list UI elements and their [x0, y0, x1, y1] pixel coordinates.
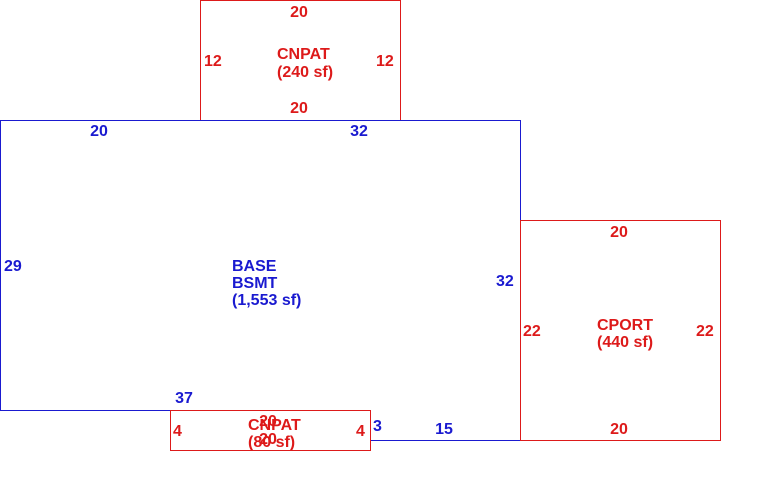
base-dim-right: 32	[496, 273, 514, 290]
cnpat-bottom-outline	[170, 410, 371, 451]
base-area: (1,553 sf)	[232, 292, 301, 309]
cport-dim-left: 22	[523, 323, 541, 340]
base-code: BASE	[232, 258, 277, 275]
cnpat-bottom-dim-bottom: 20	[259, 431, 277, 448]
cnpat-bottom-dim-left: 4	[173, 423, 182, 440]
cnpat-top-code: CNPAT	[277, 46, 330, 63]
cnpat-bottom-dim-top: 20	[259, 413, 277, 430]
cnpat-bottom-dim-right: 4	[356, 423, 365, 440]
cport-dim-top: 20	[610, 224, 628, 241]
cport-code: CPORT	[597, 317, 653, 334]
cnpat-top-dim-top: 20	[290, 4, 308, 21]
base-dim-notch: 3	[373, 418, 382, 435]
base-dim-left: 29	[4, 258, 22, 275]
base-dim-top-right: 32	[350, 123, 368, 140]
cport-dim-bottom: 20	[610, 421, 628, 438]
base-code-2: BSMT	[232, 275, 278, 292]
cnpat-bottom-code: CNPAT	[248, 417, 301, 434]
cport-outline	[520, 220, 721, 441]
cport-area: (440 sf)	[597, 334, 653, 351]
cnpat-top-dim-left: 12	[204, 53, 222, 70]
base-dim-bottom-left: 37	[175, 390, 193, 407]
cport-dim-right: 22	[696, 323, 714, 340]
cnpat-bottom-area: (80 sf)	[248, 434, 295, 451]
cnpat-top-area: (240 sf)	[277, 64, 333, 81]
cnpat-top-dim-right: 12	[376, 53, 394, 70]
base-dim-bottom-right: 15	[435, 421, 453, 438]
base-dim-top-left: 20	[90, 123, 108, 140]
cnpat-top-dim-bottom: 20	[290, 100, 308, 117]
